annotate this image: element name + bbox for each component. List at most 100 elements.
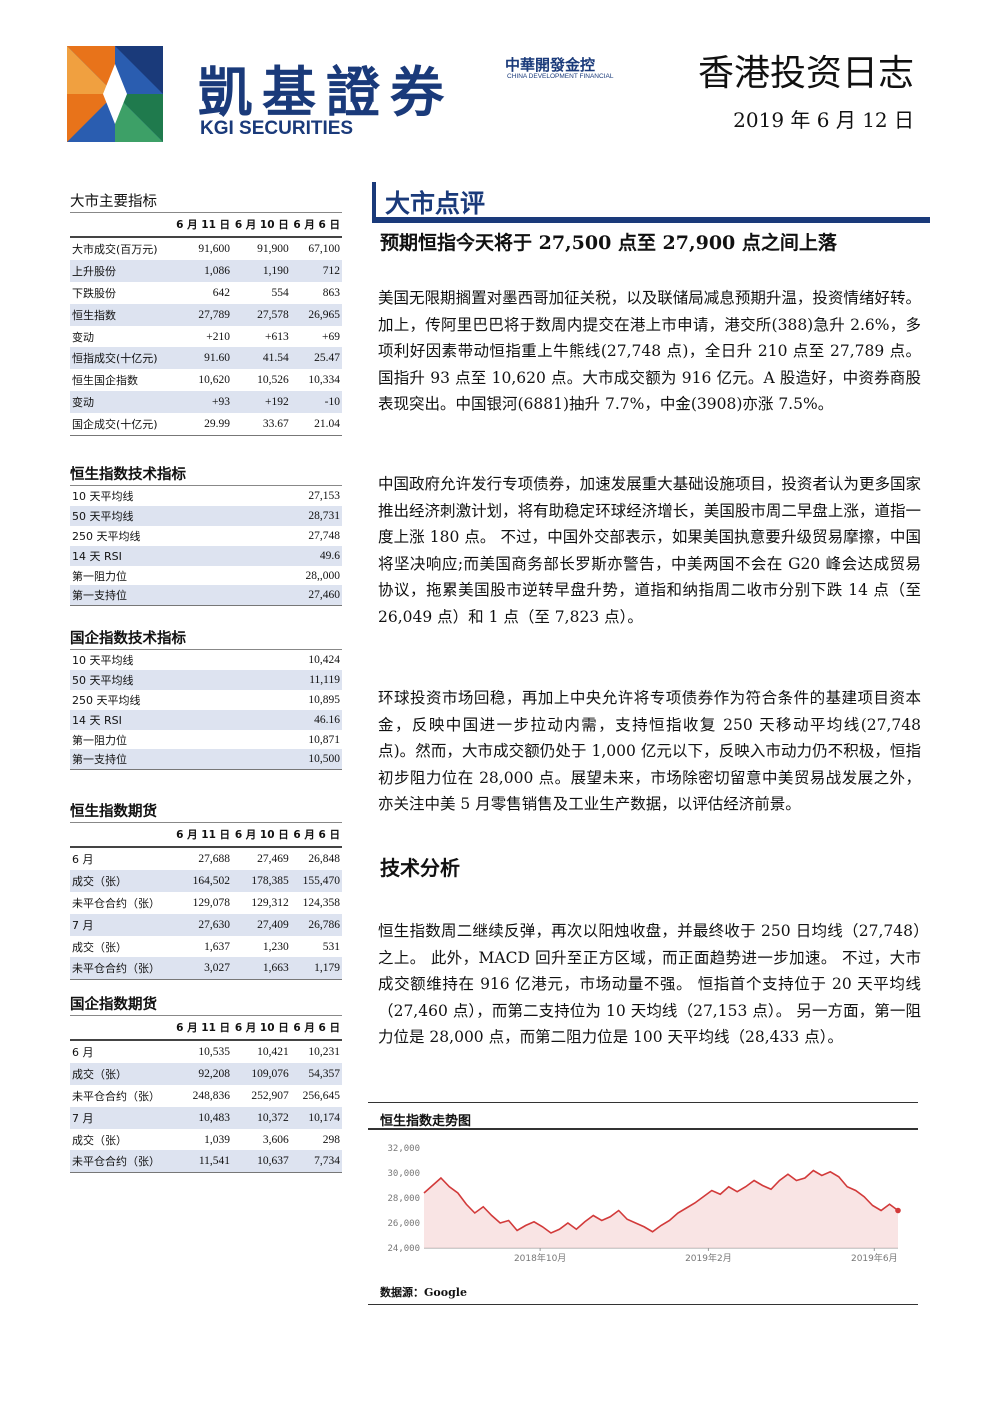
- y-tick-label: 28,000: [387, 1194, 420, 1204]
- paragraph-3: 环球投资市场回稳，再加上中央允许将专项债券作为符合条件的基建项目资本金，反映中国…: [378, 689, 921, 813]
- table-row: 6 月 27,688 27,469 26,848: [70, 847, 342, 870]
- cell-value: 21.04: [290, 413, 342, 437]
- row-label: 10 天平均线: [72, 653, 134, 667]
- cell-value: 155,470: [290, 869, 342, 892]
- cell-value: 33.67: [232, 413, 291, 437]
- cell-value: 29.99: [173, 413, 233, 437]
- cell-value: 1,230: [262, 940, 289, 953]
- cell-value: +93: [173, 391, 233, 414]
- brand-name-en: KGI SECURITIES: [200, 118, 354, 139]
- section-accent-bar: [372, 182, 376, 222]
- row-label: 6 月: [72, 852, 94, 866]
- market-indicators-section: 大市主要指标 6 月 11 日 6 月 10 日 6 月 6 日 大市成交(百万…: [70, 190, 342, 437]
- row-label: 成交（张）: [72, 940, 127, 954]
- cell-value: 27,688: [198, 852, 231, 865]
- cell-value: 10,620: [198, 374, 231, 387]
- market-indicators-title: 大市主要指标: [70, 190, 342, 213]
- series-area: [424, 1170, 898, 1248]
- cell-value: 41.54: [232, 347, 291, 370]
- cell-value: 1,086: [173, 259, 233, 282]
- col-header: 6 月 6 日: [290, 822, 342, 848]
- hscei-futures-title: 国企指数期货: [70, 997, 157, 1013]
- row-label: 50 天平均线: [70, 669, 253, 690]
- cell-value: 28,,000: [305, 569, 341, 582]
- cell-value: +613: [264, 330, 289, 343]
- cell-value: 25.47: [290, 347, 342, 370]
- cell-value: 27,460: [247, 585, 342, 607]
- y-tick-label: 26,000: [387, 1219, 420, 1229]
- x-tick-label: 2018年10月: [514, 1252, 566, 1264]
- cell-value: 7,734: [290, 1150, 342, 1174]
- hsi-technical-title: 恒生指数技术指标: [70, 463, 342, 486]
- x-tick-label: 2019年2月: [685, 1252, 732, 1264]
- row-label: 成交（张）: [72, 1133, 127, 1147]
- cell-value: 178,385: [232, 869, 291, 892]
- cell-value: 164,502: [173, 869, 233, 892]
- cell-value: 1,179: [290, 957, 342, 981]
- cell-value: 54,357: [290, 1062, 342, 1085]
- row-label: 恒生指数: [70, 303, 174, 326]
- row-label: 成交（张）: [70, 869, 174, 892]
- cell-value: 129,078: [192, 896, 231, 909]
- paragraph-1: 美国无限期搁置对墨西哥加征关税，以及联储局减息预期升温，投资情绪好转。加上，传阿…: [378, 289, 921, 413]
- cell-value: 248,836: [192, 1089, 231, 1102]
- row-label: 7 月: [70, 1106, 174, 1129]
- row-label: 未平仓合约（张）: [70, 957, 174, 981]
- cell-value: 124,358: [302, 896, 340, 909]
- cell-value: 10,526: [257, 374, 289, 387]
- row-label: 第一阻力位: [72, 569, 127, 583]
- document-title: 香港投资日志: [697, 53, 914, 94]
- paragraph-4: 恒生指数周二继续反弹，再次以阳烛收盘，并最终收于 250 日均线（27,748）…: [378, 922, 921, 1046]
- cell-value: 10,871: [308, 733, 340, 746]
- x-tick-label: 2019年6月: [851, 1252, 898, 1264]
- cell-value: 91,600: [198, 242, 231, 255]
- row-label: 下跌股份: [72, 286, 116, 300]
- col-header: 6 月 10 日: [232, 822, 291, 848]
- col-header: 6 月 11 日: [173, 822, 233, 848]
- cell-value: +210: [206, 330, 231, 343]
- cell-value: 129,312: [251, 896, 289, 909]
- cell-value: 26,848: [308, 852, 340, 865]
- col-header: 6 月 11 日: [173, 213, 233, 238]
- cell-value: -10: [290, 391, 342, 414]
- row-label: 14 天 RSI: [70, 545, 248, 566]
- cell-value: 27,469: [257, 852, 289, 865]
- cell-value: 92,208: [173, 1062, 233, 1085]
- cell-value: +69: [322, 330, 340, 343]
- row-label: 50 天平均线: [70, 505, 248, 526]
- chart-bottom-rule: [368, 1304, 918, 1305]
- row-label: 7 月: [70, 913, 174, 936]
- y-tick-label: 32,000: [387, 1144, 420, 1154]
- table-row: 变动+210+613+69: [70, 326, 342, 348]
- cell-value: 10,637: [232, 1150, 291, 1174]
- technical-analysis-heading: 技术分析: [380, 856, 460, 880]
- kgi-logo: [67, 46, 163, 142]
- chart-top-rule: [368, 1102, 918, 1103]
- col-header: 6 月 10 日: [232, 213, 291, 238]
- cell-value: 642: [212, 286, 231, 299]
- y-tick-label: 24,000: [387, 1244, 420, 1254]
- cell-value: 554: [271, 286, 289, 299]
- paragraph-2: 中国政府允许发行专项债券，加速发展重大基础设施项目，投资者认为更多国家推出经济刺…: [378, 475, 921, 626]
